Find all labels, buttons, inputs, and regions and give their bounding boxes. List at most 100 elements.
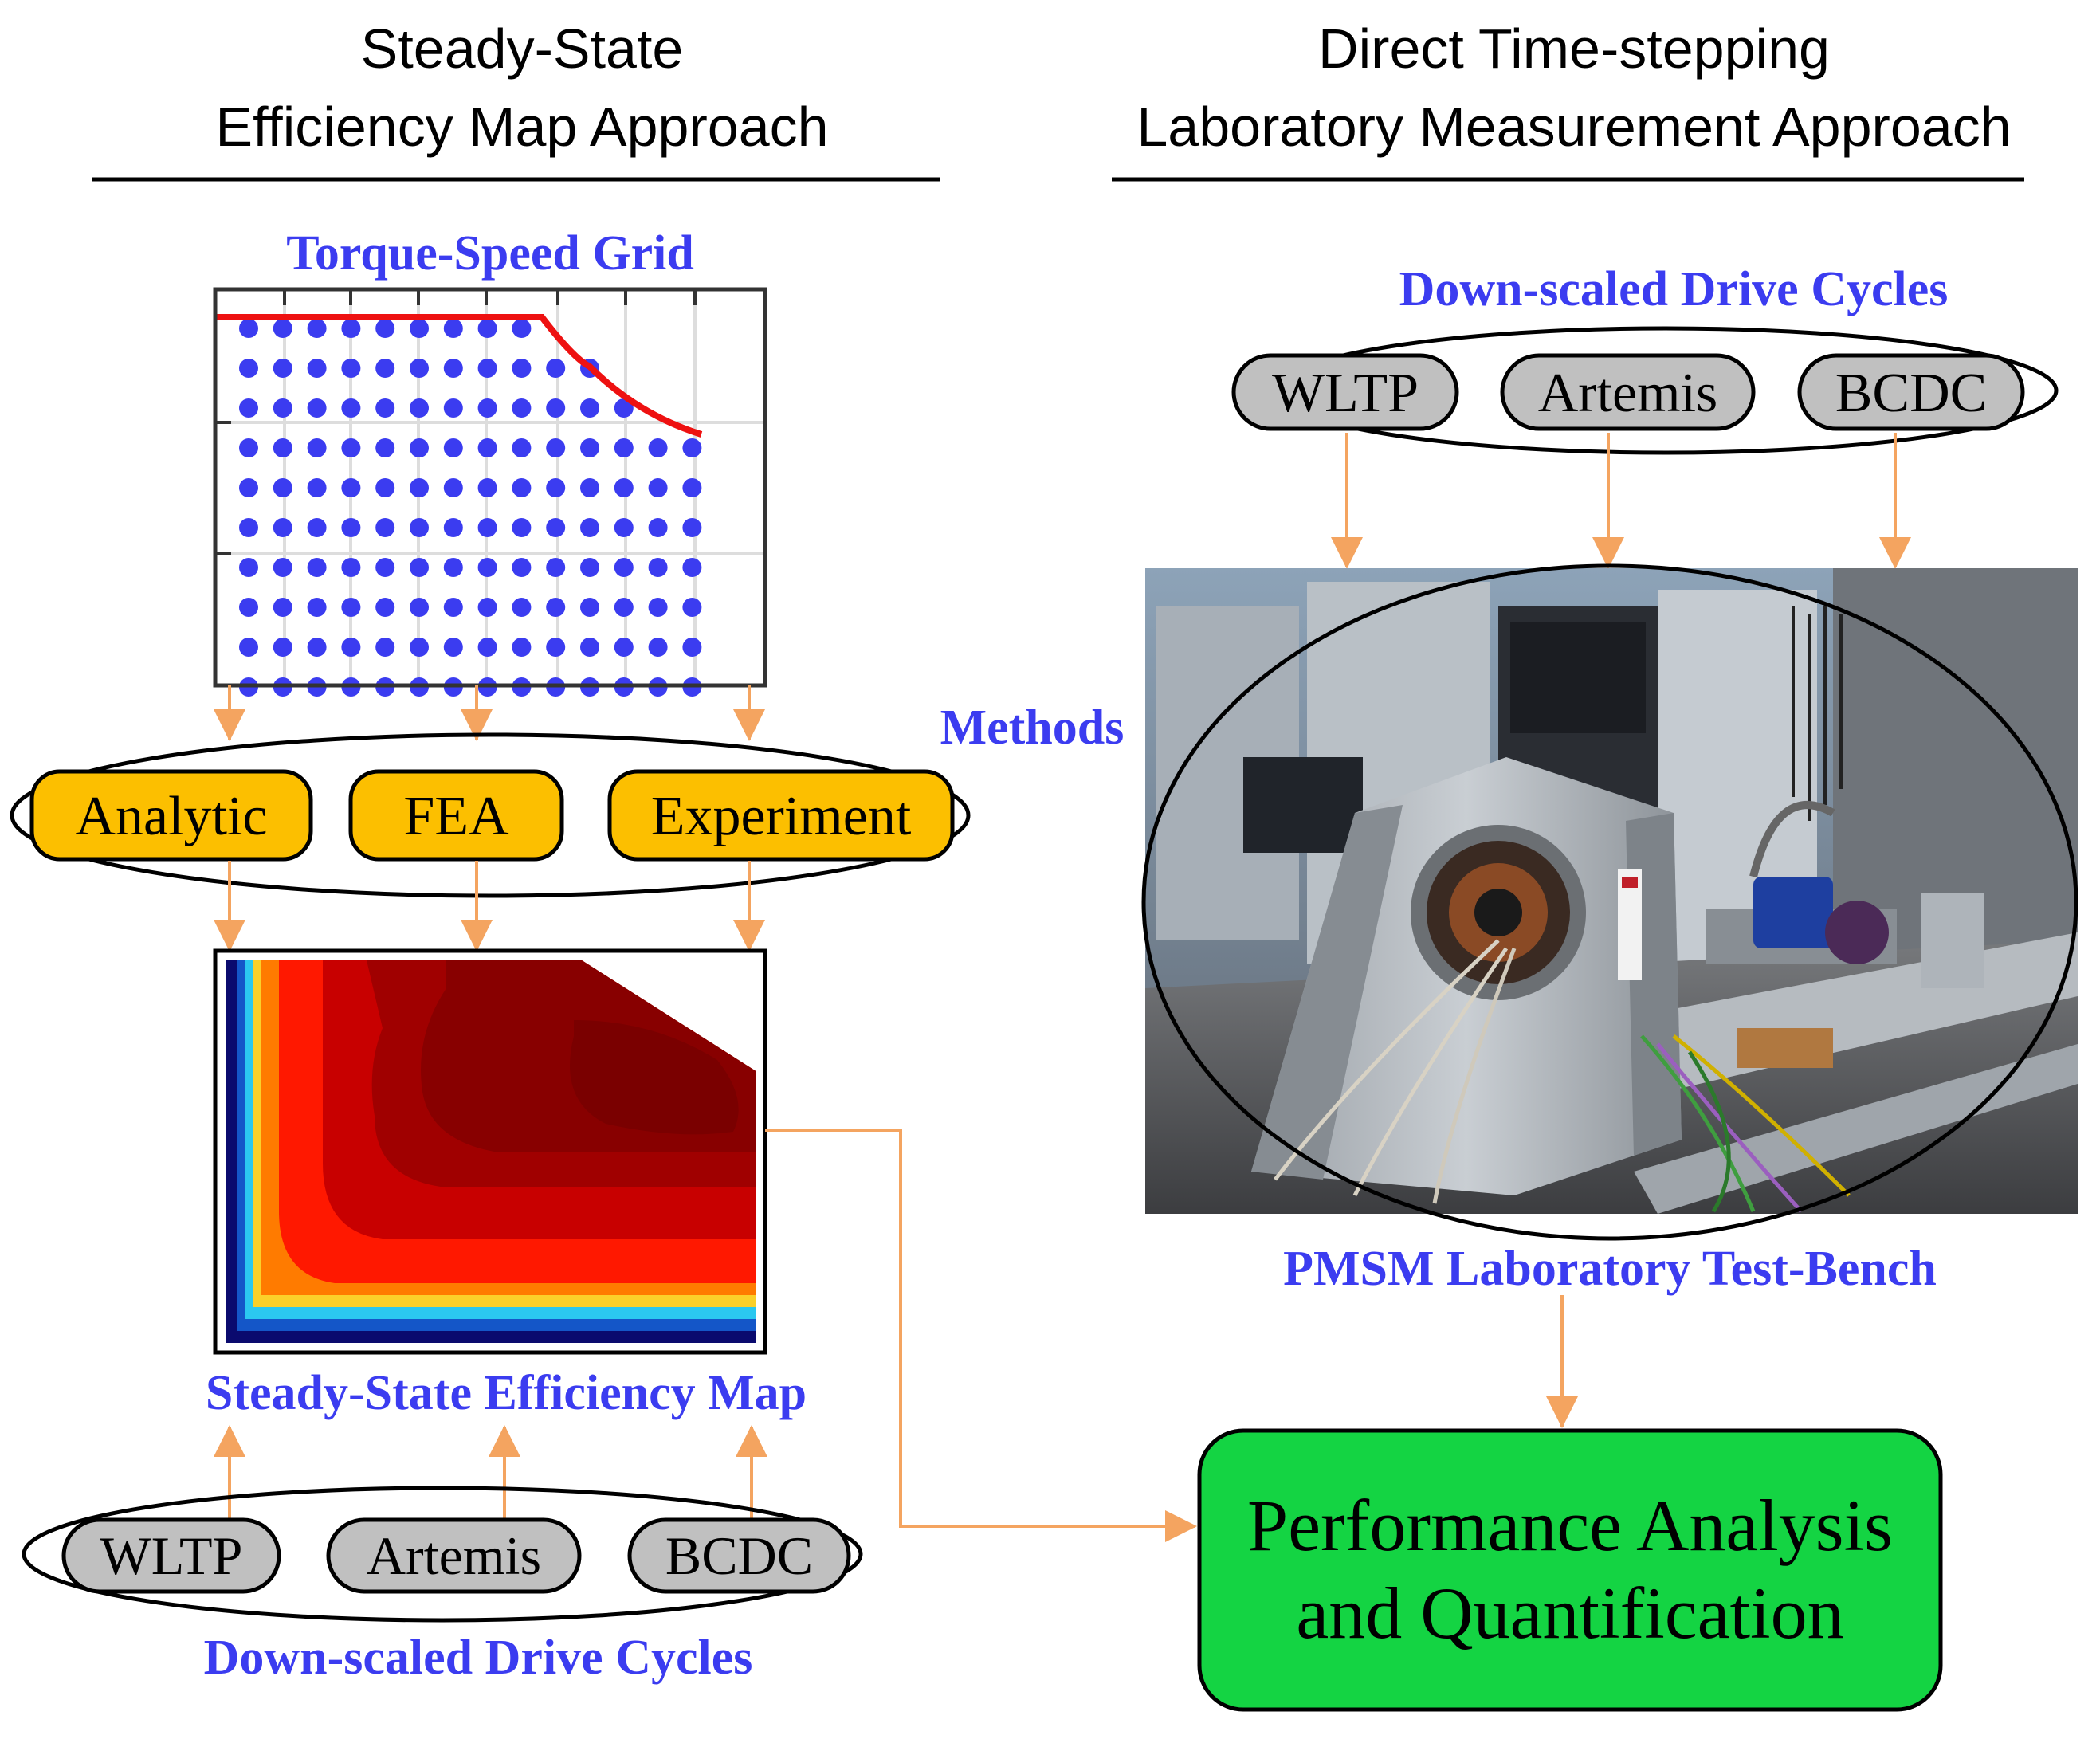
operating-point-dot (648, 518, 668, 537)
operating-point-dot (341, 319, 361, 338)
operating-point-dot (443, 518, 463, 537)
operating-point-dot (580, 638, 599, 657)
operating-point-dot (546, 638, 566, 657)
operating-point-dot (375, 359, 395, 378)
operating-point-dot (443, 638, 463, 657)
operating-point-dot (546, 359, 566, 378)
method-pill-label: Experiment (651, 786, 912, 847)
operating-point-dot (307, 518, 327, 537)
operating-point-dot (546, 478, 566, 497)
operating-point-dot (273, 638, 292, 657)
operating-point-dot (682, 558, 702, 577)
cycle-pill-label: Artemis (1538, 363, 1718, 424)
operating-point-dot (375, 478, 395, 497)
operating-point-dot (375, 638, 395, 657)
operating-point-dot (410, 359, 429, 378)
operating-point-dot (307, 598, 327, 617)
operating-point-dot (477, 359, 497, 378)
map-to-result-arrow (765, 1129, 1197, 1542)
method-pill-bg (348, 769, 564, 862)
method-pill-bg (29, 769, 313, 862)
operating-point-dot (580, 598, 599, 617)
operating-point-dot (443, 438, 463, 457)
operating-point-dot (341, 558, 361, 577)
right-cycle-artemis-pill: Artemis (1500, 353, 1756, 431)
operating-point-dot (682, 518, 702, 537)
torque-speed-grid-title: Torque-Speed Grid (286, 226, 694, 281)
operating-point-dot (341, 638, 361, 657)
operating-point-dot (512, 478, 532, 497)
cycle-pill-label: WLTP (100, 1525, 243, 1586)
left-cycle-wltp-pill: WLTP (61, 1517, 281, 1594)
left-drive-cycles-label: Down-scaled Drive Cycles (204, 1631, 753, 1685)
left-cycle-bcdc-pill: BCDC (627, 1517, 851, 1594)
operating-point-dot (443, 359, 463, 378)
performance-analysis-line1: Performance Analysis (1247, 1485, 1893, 1566)
right-header-line2: Laboratory Measurement Approach (1136, 96, 2011, 158)
operating-point-dot (477, 319, 497, 338)
operating-point-dot (307, 398, 327, 418)
test-bench-ellipse (1141, 563, 2078, 1241)
cycle-pill-bg (1797, 353, 2025, 431)
operating-point-dot (307, 359, 327, 378)
operating-point-dot (307, 438, 327, 457)
operating-point-dot (648, 558, 668, 577)
operating-point-dot (273, 398, 292, 418)
operating-point-dot (512, 398, 532, 418)
cycle-pill-bg (61, 1517, 281, 1594)
operating-point-dot (682, 638, 702, 657)
operating-point-dot (410, 398, 429, 418)
operating-point-dot (682, 438, 702, 457)
cycle-pill-label: WLTP (1272, 363, 1419, 424)
operating-point-dot (239, 438, 258, 457)
operating-point-dot (239, 319, 258, 338)
operating-point-dot (614, 598, 634, 617)
operating-point-dot (512, 438, 532, 457)
performance-analysis-line2: and Quantification (1296, 1572, 1843, 1654)
method-pill-label: FEA (403, 786, 509, 847)
torque-limit-line (217, 314, 703, 438)
operating-point-dot (341, 518, 361, 537)
cycles-to-bench-arrows (1331, 433, 1911, 569)
operating-point-dot (512, 638, 532, 657)
operating-point-dot (443, 598, 463, 617)
right-cycle-bcdc-pill: BCDC (1797, 353, 2025, 431)
operating-point-dot (410, 558, 429, 577)
cycle-pill-label: BCDC (665, 1525, 813, 1586)
methods-label: Methods (940, 701, 1125, 755)
operating-point-dot (375, 518, 395, 537)
operating-point-dot (580, 398, 599, 418)
cycle-pill-label: BCDC (1835, 363, 1988, 424)
cycle-pill-bg (326, 1517, 582, 1594)
operating-point-dot (477, 598, 497, 617)
operating-point-dot (682, 478, 702, 497)
operating-point-dot (512, 359, 532, 378)
right-header-line1: Direct Time-stepping (1318, 18, 1830, 80)
cycle-pill-label: Artemis (367, 1525, 541, 1586)
operating-point-dot (239, 638, 258, 657)
operating-point-dot (614, 558, 634, 577)
operating-point-dot (273, 438, 292, 457)
pmsm-test-bench-photo (1145, 568, 2078, 1214)
operating-point-dot (614, 398, 634, 418)
operating-point-dot (307, 558, 327, 577)
left-cycle-artemis-pill: Artemis (326, 1517, 582, 1594)
operating-point-dot (580, 478, 599, 497)
operating-point-dot (546, 518, 566, 537)
operating-point-dot (341, 438, 361, 457)
operating-point-dot (443, 478, 463, 497)
right-cycle-wltp-pill: WLTP (1231, 353, 1459, 431)
operating-point-dot (580, 558, 599, 577)
operating-point-dot (375, 319, 395, 338)
method-pill-bg (607, 769, 955, 862)
operating-point-dot (273, 359, 292, 378)
operating-point-dot (512, 558, 532, 577)
left-drive-cycles-ellipse (22, 1486, 863, 1623)
operating-point-dot (410, 638, 429, 657)
efficiency-map-caption: Steady-State Efficiency Map (206, 1366, 807, 1420)
operating-point-dot (512, 518, 532, 537)
methods-group-ellipse (10, 732, 971, 898)
operating-point-dot (512, 598, 532, 617)
method-experiment-pill: Experiment (607, 769, 955, 862)
operating-point-dot (443, 398, 463, 418)
